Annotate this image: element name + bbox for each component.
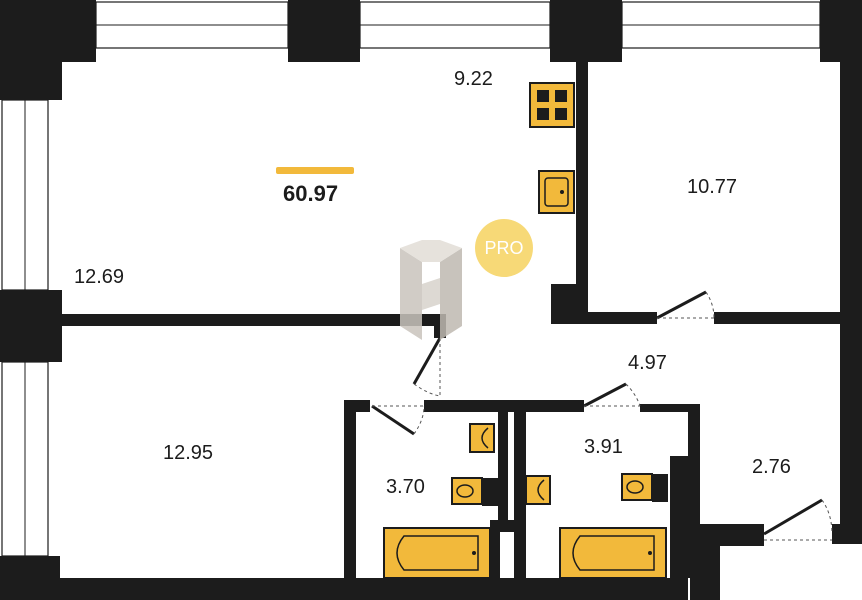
logo-watermark bbox=[400, 240, 462, 340]
toilet-icon bbox=[451, 477, 498, 506]
total-area-bar bbox=[276, 167, 354, 174]
pro-badge: PRO bbox=[475, 219, 533, 277]
room-area-kitchen: 9.22 bbox=[454, 68, 493, 90]
doors bbox=[371, 290, 833, 541]
total-area: 60.97 bbox=[283, 181, 339, 206]
room-area-bedroom-left: 12.95 bbox=[163, 442, 214, 464]
bathtub-icon bbox=[559, 527, 667, 579]
stove-icon bbox=[529, 82, 575, 128]
kitchen-sink-icon bbox=[538, 170, 575, 214]
washbasin-icon bbox=[525, 475, 551, 505]
toilet-icon bbox=[621, 473, 668, 502]
room-area-bedroom-right: 10.77 bbox=[687, 176, 738, 198]
bathtub-icon bbox=[383, 527, 491, 579]
washbasin-icon bbox=[469, 423, 495, 453]
windows bbox=[1, 1, 821, 557]
room-area-hallway: 4.97 bbox=[628, 352, 667, 374]
room-area-living: 12.69 bbox=[74, 266, 125, 288]
room-area-bathroom-2: 3.91 bbox=[584, 436, 623, 458]
room-area-storage: 2.76 bbox=[752, 456, 791, 478]
room-area-bathroom-1: 3.70 bbox=[386, 476, 425, 498]
